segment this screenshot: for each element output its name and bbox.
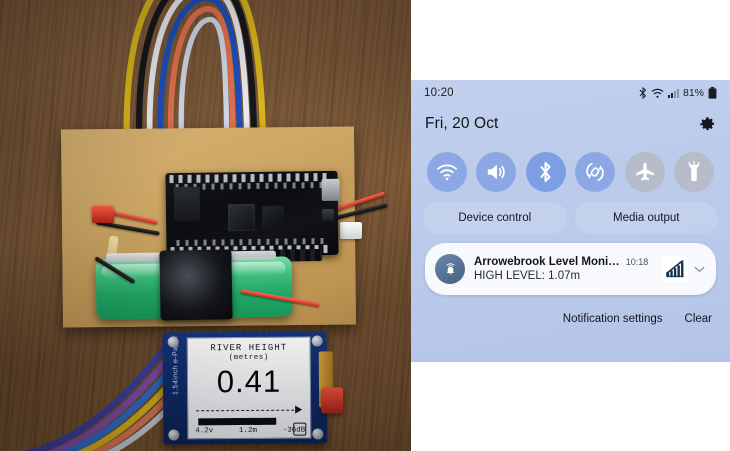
media-output-button[interactable]: Media output xyxy=(574,202,718,234)
notification-title: Arrowebrook Level Moni… xyxy=(474,256,620,268)
bluetooth-icon xyxy=(540,162,551,182)
battery-icon xyxy=(708,87,717,99)
date-bar: Fri, 20 Oct xyxy=(411,106,730,142)
bluetooth-icon xyxy=(639,87,647,99)
ribbon-wires-top xyxy=(123,0,267,150)
wifi-icon xyxy=(651,88,664,98)
android-notification-panel: 10:20 81% xyxy=(411,80,730,362)
cellular-signal-icon xyxy=(667,89,679,98)
battery-percent: 81% xyxy=(682,87,704,99)
notification-header-row: Arrowebrook Level Moni… 10:18 xyxy=(474,256,662,268)
quick-toggle-sound[interactable] xyxy=(476,152,517,192)
alert-bell-icon xyxy=(446,262,454,274)
clear-button[interactable]: Clear xyxy=(684,313,712,325)
notification-settings-button[interactable]: Notification settings xyxy=(562,313,663,325)
gear-icon[interactable] xyxy=(699,116,716,133)
notification-expand-button[interactable] xyxy=(692,266,706,273)
notification-card[interactable]: Arrowebrook Level Moni… 10:18 HIGH LEVEL… xyxy=(425,243,716,295)
panel-date: Fri, 20 Oct xyxy=(425,115,499,132)
quick-toggle-bluetooth[interactable] xyxy=(525,152,566,192)
chevron-down-icon xyxy=(694,266,704,272)
quick-toggle-auto-rotate[interactable] xyxy=(575,152,616,192)
quick-toggles-row xyxy=(411,146,730,198)
status-bar: 10:20 81% xyxy=(411,80,730,106)
airplane-icon xyxy=(635,162,654,181)
status-bar-icons: 81% xyxy=(639,87,717,99)
notification-thumbnail xyxy=(662,256,688,282)
rotate-icon xyxy=(586,162,604,182)
white-background-top xyxy=(411,0,730,80)
notification-message: HIGH LEVEL: 1.07m xyxy=(474,270,581,282)
jst-connector-white xyxy=(340,222,362,239)
flashlight-icon xyxy=(688,161,700,182)
white-background-bottom xyxy=(411,362,730,451)
notification-app-icon xyxy=(435,254,465,284)
notification-body: Arrowebrook Level Moni… 10:18 HIGH LEVEL… xyxy=(474,256,662,282)
device-control-button[interactable]: Device control xyxy=(423,202,567,234)
quick-toggle-flight-mode[interactable] xyxy=(624,152,665,192)
panel-pill-buttons: Device control Media output xyxy=(411,202,730,234)
notification-time: 10:18 xyxy=(625,257,649,267)
bar-chart-trending-up-icon xyxy=(665,260,684,278)
quick-toggle-flashlight[interactable] xyxy=(673,152,714,192)
speaker-icon xyxy=(488,164,506,180)
status-bar-clock: 10:20 xyxy=(424,87,454,99)
jst-connector-red xyxy=(92,206,114,223)
panel-footer: Notification settings Clear xyxy=(411,306,730,332)
quick-toggle-wifi[interactable] xyxy=(427,152,467,192)
wifi-icon xyxy=(437,164,457,181)
